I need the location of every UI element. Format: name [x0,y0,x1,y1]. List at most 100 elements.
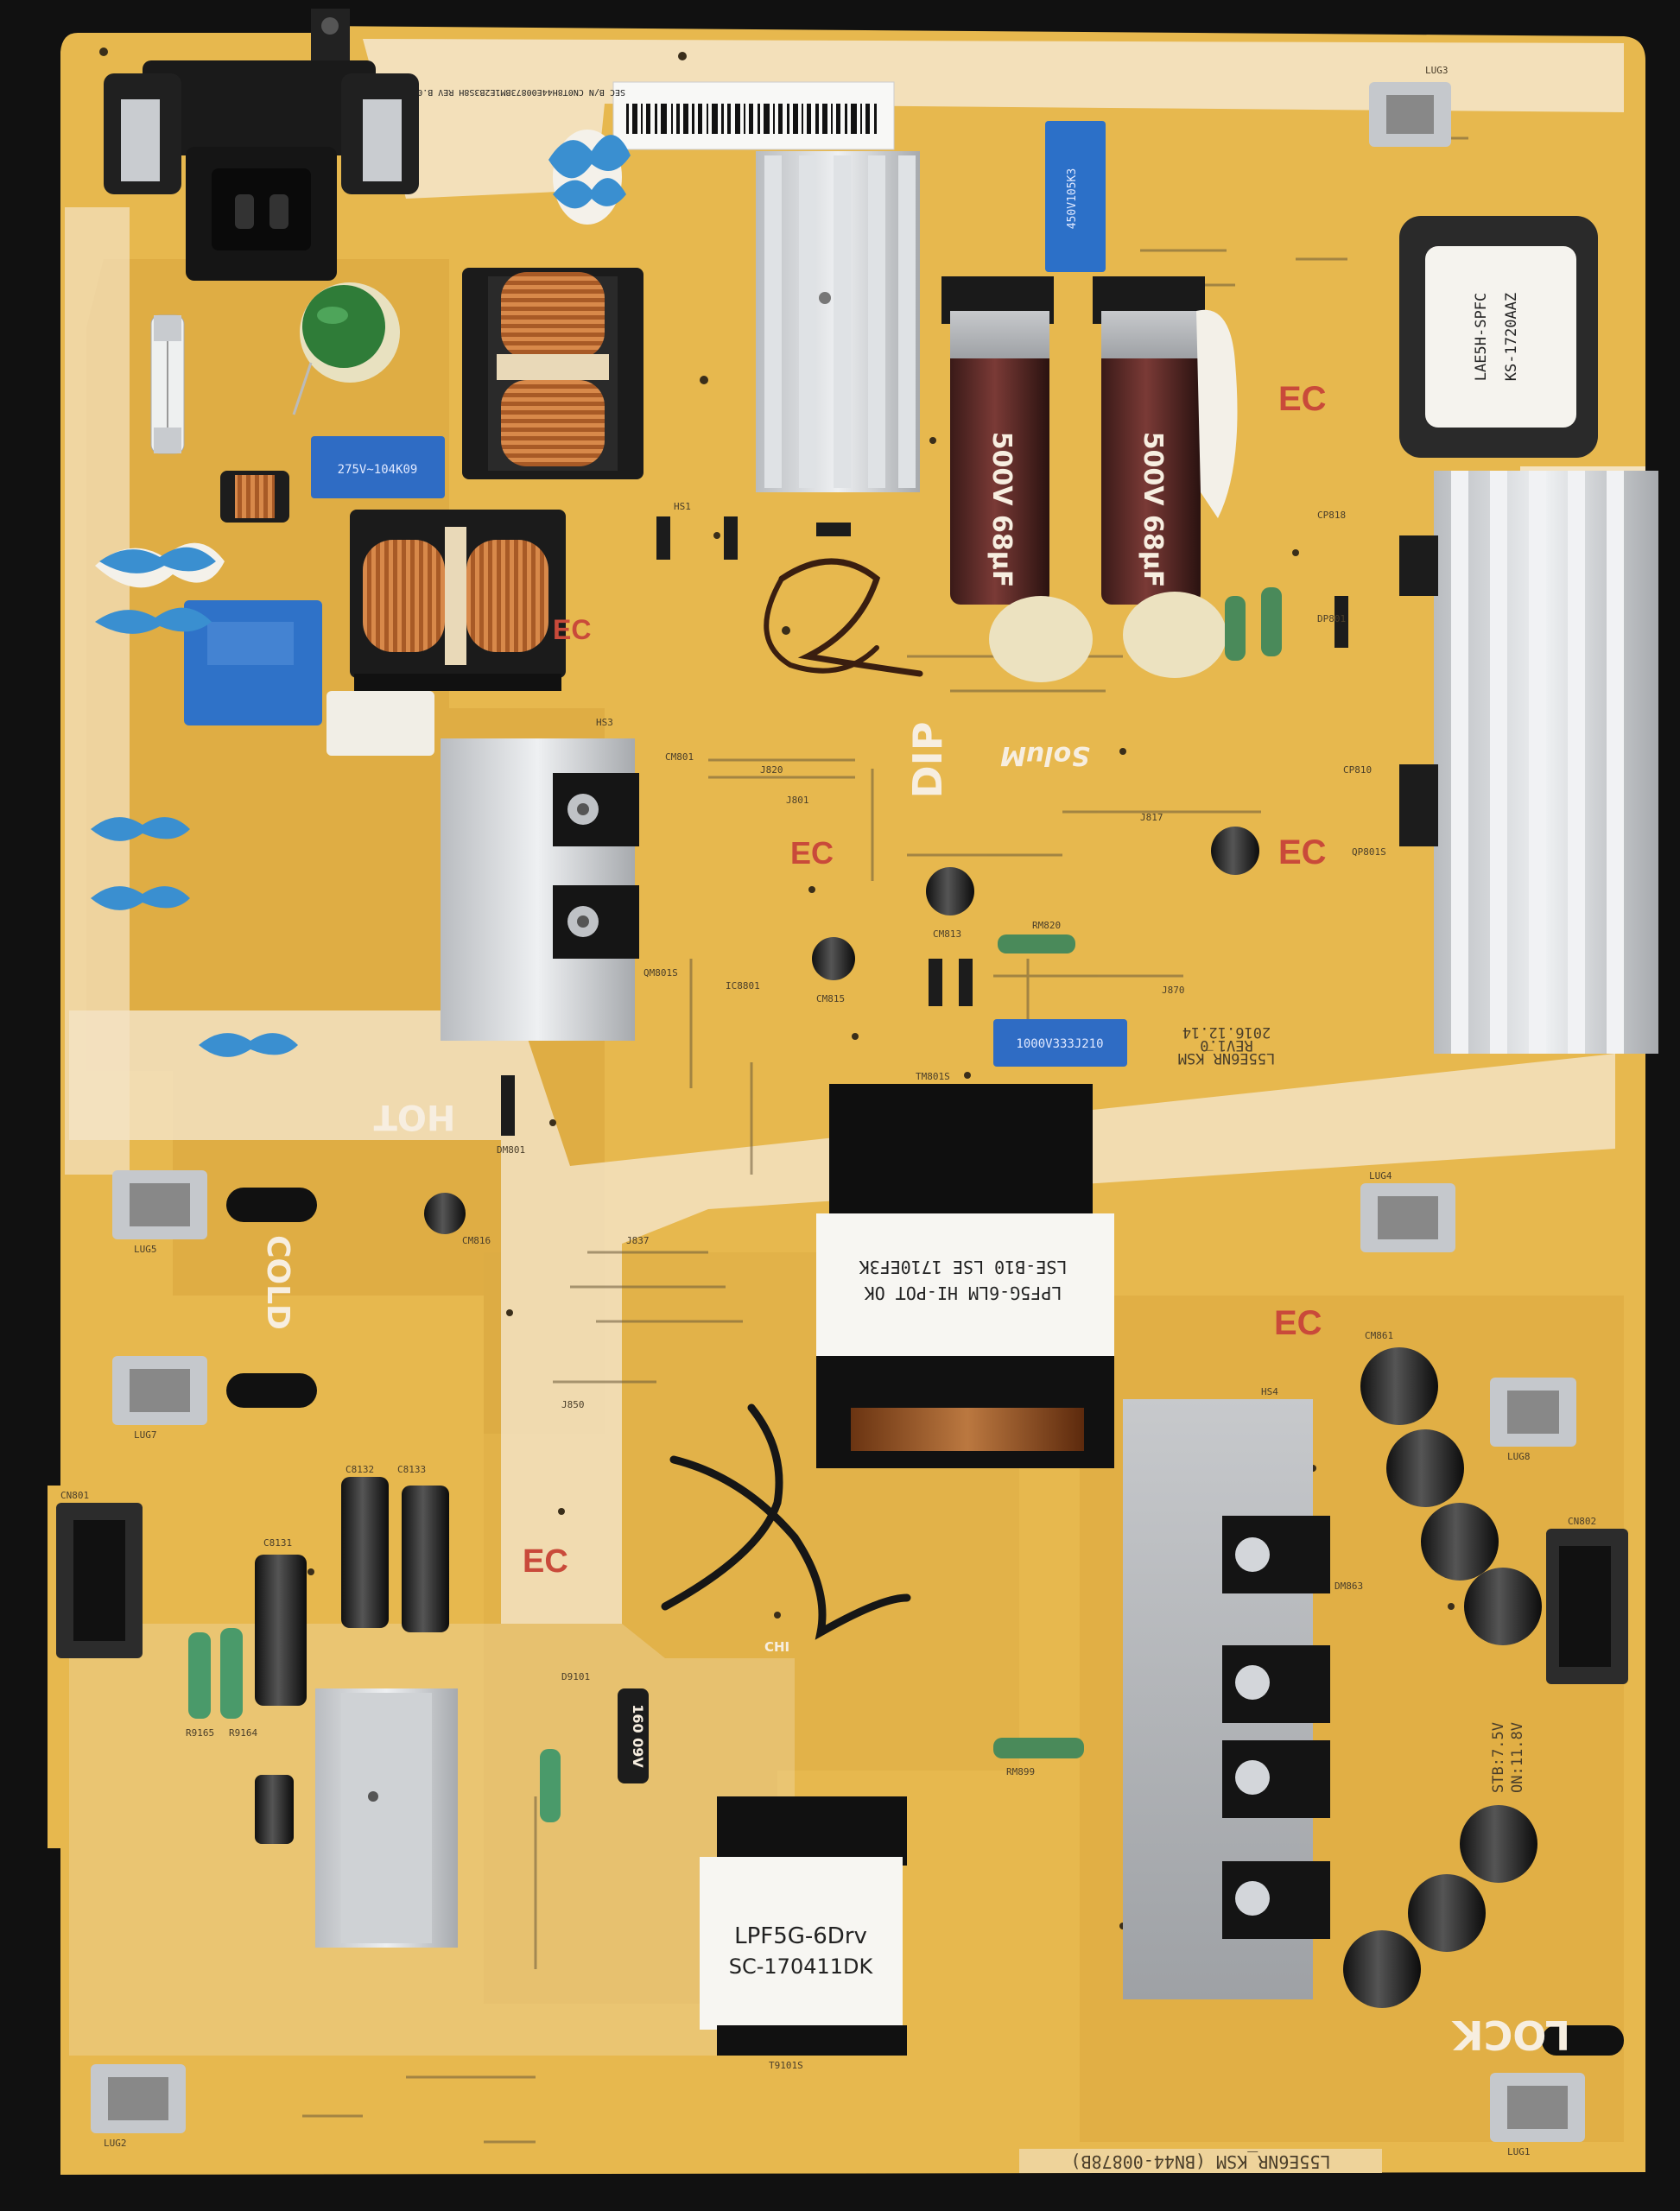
lock-label: LOCK [1451,2011,1571,2058]
diodes [501,516,1348,1783]
y-capacitors-top [548,130,631,225]
common-mode-choke-1 [462,268,643,479]
ec-mark-2: EC [1278,833,1327,871]
diode-marking: 160 09V [630,1704,646,1768]
film-cap-text: 1000V333J210 [1016,1037,1103,1051]
model-stamp: L55E6NR_KSM [1178,1049,1276,1067]
sec-label-text: SEC B/N CN0T8H44E00873BM1E2B3S8H REV B.0 [417,87,625,97]
isolation-band-mid [69,1010,1615,1624]
resistors [188,587,1282,1822]
heatsink-hs4 [1123,1399,1330,1999]
bulk-capacitor-2: 500V 68μF [1093,276,1238,678]
ref-lug1: LUG1 [1507,2146,1531,2157]
ref-j801: J801 [786,795,809,806]
ref-dp801: DP801 [1317,613,1346,624]
heatsink-right [1399,471,1658,1054]
x2-capacitor-blue [184,600,322,725]
lugs[interactable] [91,82,1585,2142]
connector-cn802[interactable] [1546,1529,1628,1684]
main-xfmr-line1: LPF5G-6LM HI-POT OK [865,1283,1062,1303]
ref-lug2: LUG2 [104,2138,127,2149]
stby-xfmr-line2: SC-170411DK [729,1954,874,1979]
connector-cn801[interactable] [56,1503,143,1658]
ref-lug7: LUG7 [134,1429,157,1441]
ref-cm816: CM816 [462,1235,491,1246]
ref-r9165: R9165 [186,1727,214,1739]
small-inductor [220,471,289,523]
y-caps-left [91,542,298,1057]
ref-hs3: HS3 [596,717,613,728]
ec-mark-4: EC [523,1543,568,1580]
bulk-capacitor-1: 500V 68μF [941,276,1093,682]
ref-cm861: CM861 [1365,1330,1393,1341]
bulk-cap-1-rating: 500V 68μF [986,432,1017,588]
x-cap-text: 275V~104K09 [338,463,418,477]
secondary-capacitors [1343,1347,1542,2008]
ref-c8132: C8132 [346,1464,374,1475]
ref-cp810: CP810 [1343,764,1372,776]
hot-label: HOT [373,1097,455,1137]
ec-mark-5: EC [790,835,834,871]
ref-lug4: LUG4 [1369,1170,1392,1182]
rev-stamp: L55E6NR_KSM REV1.0 2016.12.14 [1178,1023,1276,1067]
output-capacitors-left [255,1477,449,1844]
ref-cm801: CM801 [665,751,694,763]
bulk-cap-2-rating: 500V 68μF [1138,432,1168,588]
ref-rm820: RM820 [1032,920,1061,931]
model-strip [1019,2149,1382,2173]
pfc-coil-code: KS-1720AAZ [1503,293,1520,381]
ec-mark-6: EC [553,614,591,645]
ref-lug5: LUG5 [134,1244,157,1255]
ref-t9101s: T9101S [769,2060,803,2071]
ref-r9164: R9164 [229,1727,257,1739]
standby-transformer[interactable]: LPF5G-6Drv SC-170411DK [700,1796,907,2056]
silkscreen-labels: HOT COLD DIP LOCK SoluM STB:7.5V ON:11.8… [260,721,1570,2058]
ref-tm801s: TM801S [916,1071,950,1082]
varistor [292,282,400,415]
ref-lug8: LUG8 [1507,1451,1531,1462]
small-electrolytics [424,827,1259,1234]
ref-j820: J820 [760,764,783,776]
ac-inlet[interactable] [104,9,419,281]
x-capacitor: 275V~104K09 [311,436,445,498]
ref-dm863: DM863 [1334,1581,1363,1592]
pcb-traces [302,136,1468,2144]
sec-barcode-label: SEC B/N CN0T8H44E00873BM1E2B3S8H REV B.0 [417,81,895,150]
ref-j817: J817 [1140,812,1163,823]
main-transformer[interactable]: LPF5G-6LM HI-POT OK LSE-B10 LSE 1710EF3K [816,1084,1114,1468]
ref-j870: J870 [1162,985,1185,996]
ref-j837: J837 [626,1235,650,1246]
board-slots [226,1188,1624,2056]
ec-mark-3: EC [1274,1304,1322,1342]
ref-c8133: C8133 [397,1464,426,1475]
ref-cp818: CP818 [1317,510,1346,521]
isolation-band-left [65,207,130,1175]
ref-j850: J850 [561,1399,585,1410]
ec-marks: EC EC EC EC EC EC [523,380,1327,1580]
isolation-band-top [363,39,1624,199]
ref-designators: LUG3 LUG5 LUG7 LUG8 LUG1 LUG2 LUG4 HS1 H… [60,65,1596,2157]
dip-label: DIP [904,721,951,798]
pfc-coil-label: LAE5H-SPFC [1473,293,1490,381]
ref-hs1: HS1 [674,501,691,512]
ref-ic8801: IC8801 [726,980,760,991]
ref-c8131: C8131 [263,1537,292,1549]
ref-dm801: DM801 [497,1144,525,1156]
heatsink-hs3 [441,738,639,1041]
blue-cap-text: 450V105K3 [1066,168,1079,229]
common-mode-choke-2 [350,510,566,691]
standby-heatsink [315,1688,458,1948]
film-capacitor-450v: 450V105K3 [1045,121,1106,272]
ref-cn801: CN801 [60,1490,89,1501]
date-text: 2016.12.14 [1182,1023,1271,1041]
ref-cm813: CM813 [933,928,961,940]
rev-text: REV1.0 [1200,1036,1252,1054]
chi-label: CHI [764,1639,789,1655]
ref-hs4: HS4 [1261,1386,1278,1397]
ref-rm899: RM899 [1006,1766,1035,1777]
ref-qm801s: QM801S [643,967,678,979]
heatsink-hs1 [756,151,920,492]
ref-cm815: CM815 [816,993,845,1004]
fuse [150,314,185,454]
